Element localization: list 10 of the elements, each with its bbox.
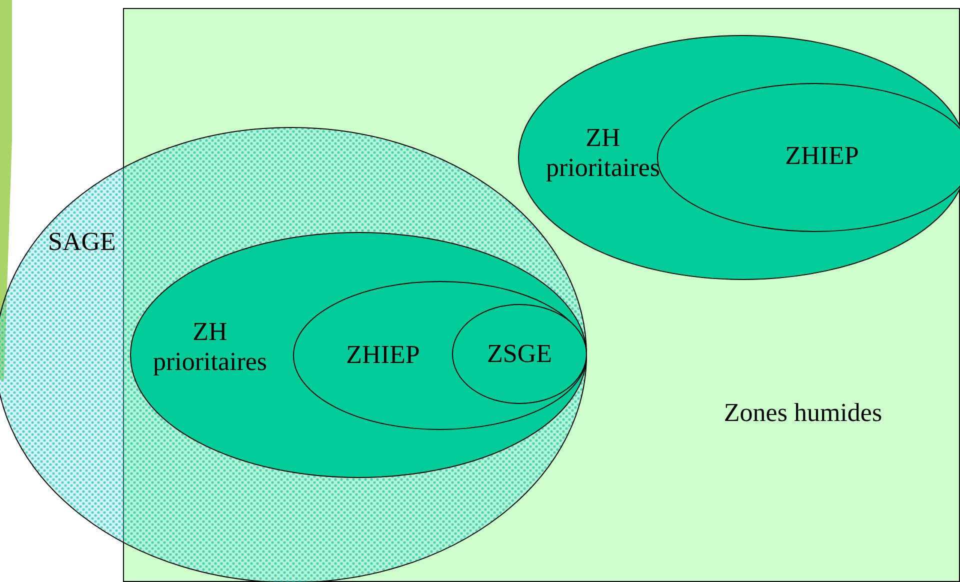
region-label: ZHIEP xyxy=(345,340,421,370)
region-label: SAGE xyxy=(47,227,117,257)
region-label: ZHIEP xyxy=(784,141,860,171)
region-ellipse xyxy=(130,232,587,478)
region-label: ZH prioritaires xyxy=(152,317,268,377)
region-ellipse xyxy=(452,304,587,404)
region-label: ZSGE xyxy=(486,339,553,369)
region-label: ZH prioritaires xyxy=(544,123,662,183)
region-ellipse xyxy=(293,281,587,430)
region-label: Zones humides xyxy=(722,398,884,428)
